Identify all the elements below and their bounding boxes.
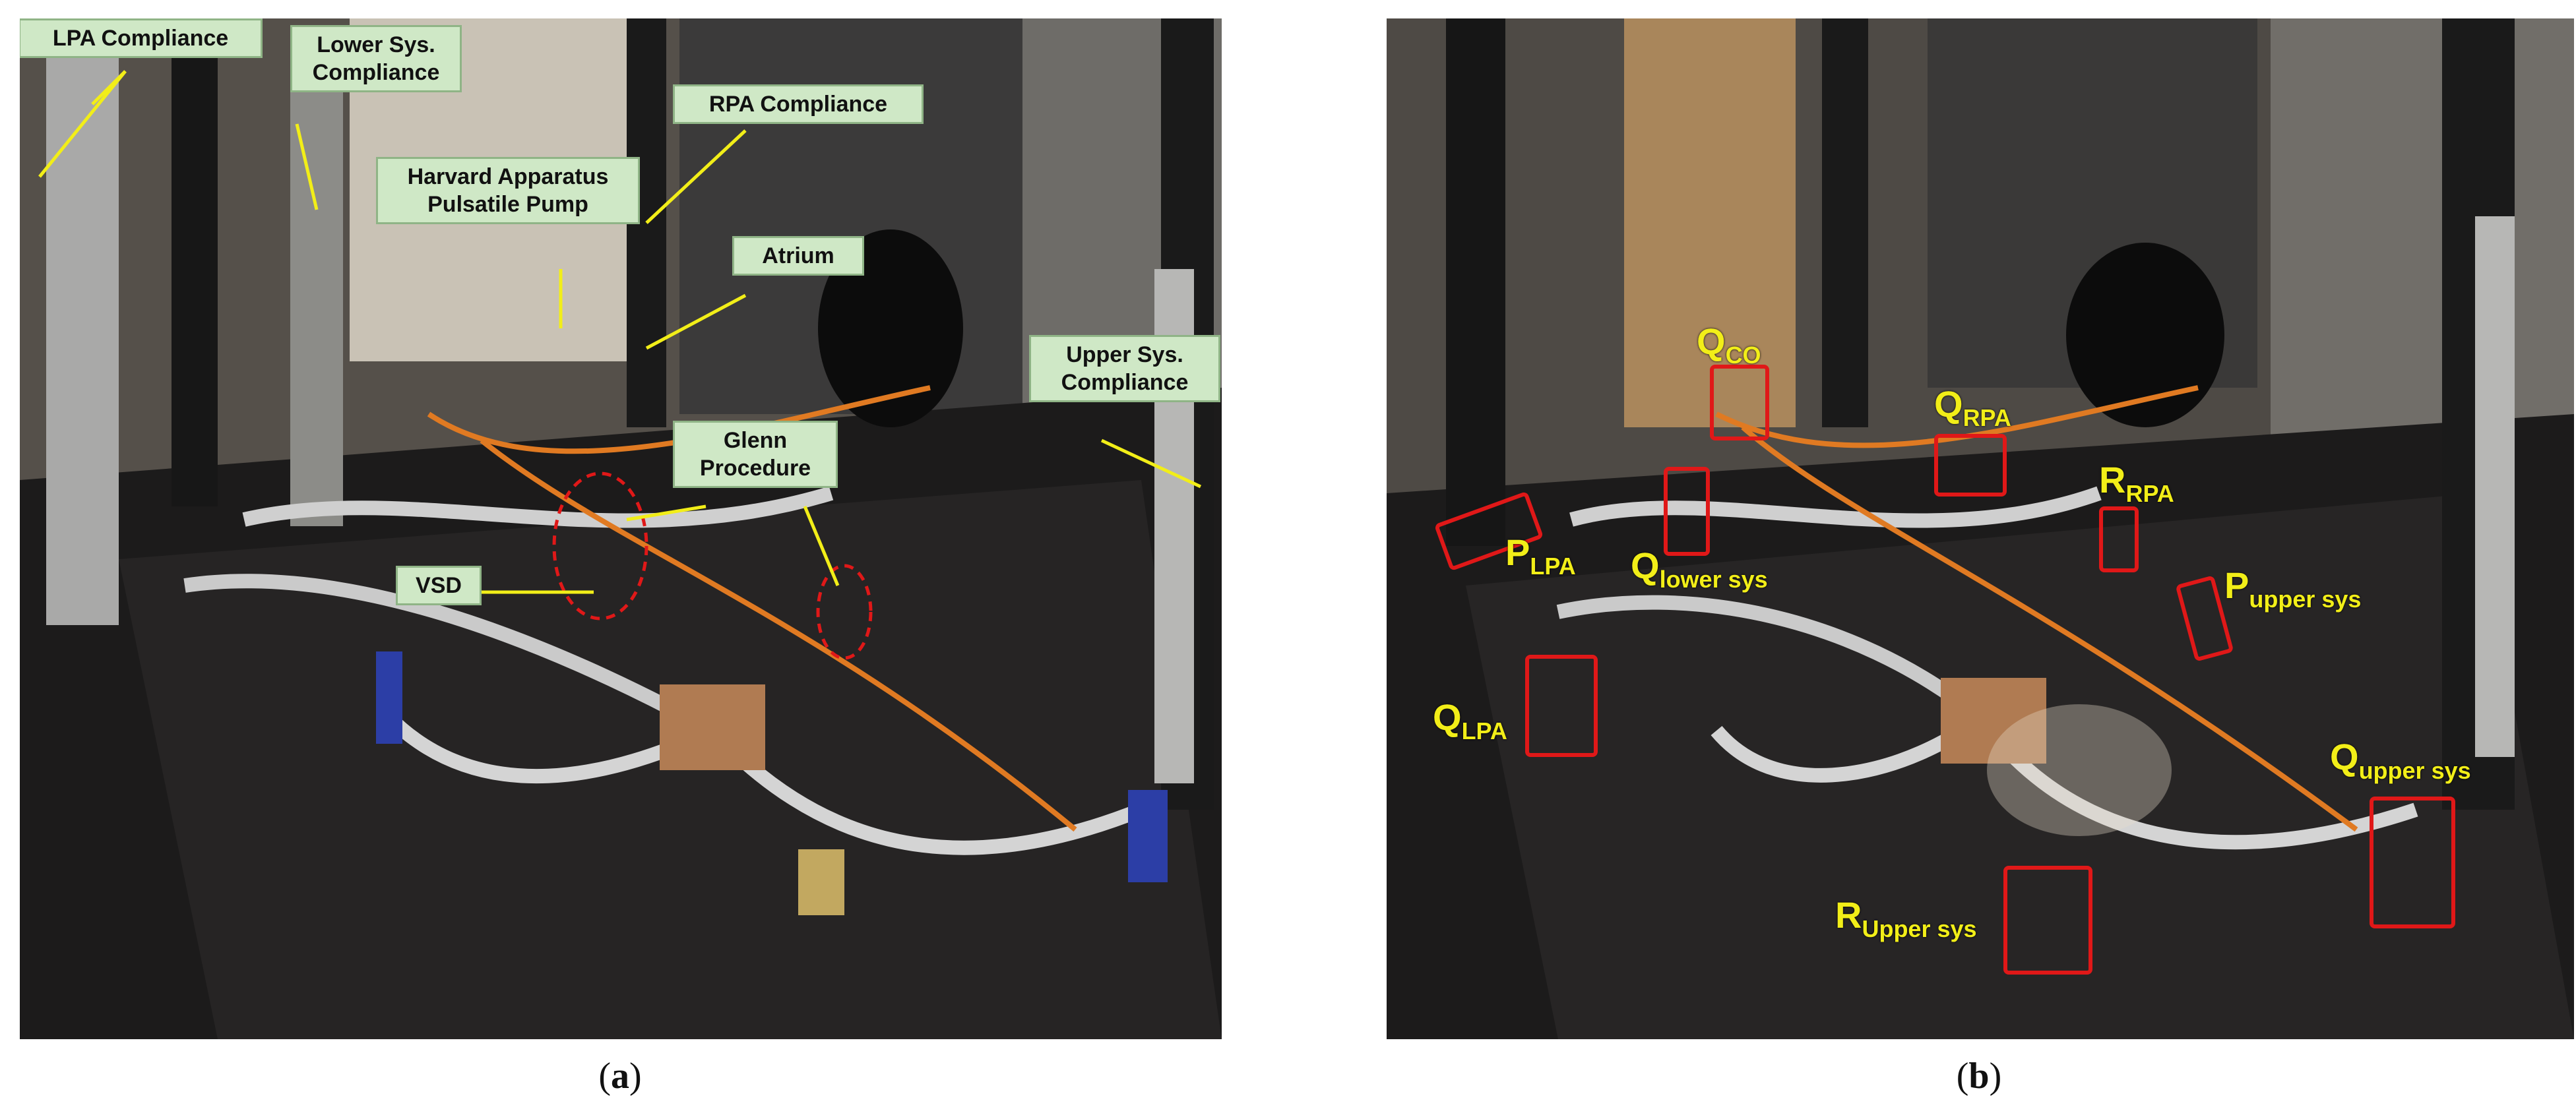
label-lower-sys-line1: Lower Sys. <box>317 32 435 57</box>
highlight-r-upper-sys <box>2003 866 2092 975</box>
label-glenn-line1: Glenn <box>723 428 788 453</box>
caption-a: (a) <box>598 1056 642 1097</box>
highlight-q-rpa <box>1934 434 2007 497</box>
photo-panel-a: LPA Compliance Lower Sys. Compliance Har… <box>20 18 1222 1039</box>
label-vsd-text: VSD <box>416 573 462 598</box>
callout-p-upper-sys: Pupper sys <box>2224 564 2362 613</box>
label-lpa-compliance-text: LPA Compliance <box>52 26 229 51</box>
label-harvard-line2: Pulsatile Pump <box>427 192 588 217</box>
label-lpa-compliance: LPA Compliance <box>20 18 263 58</box>
highlight-q-lower-sys <box>1664 467 1710 556</box>
callout-r-rpa: RRPA <box>2099 459 2174 508</box>
label-upper-sys-compliance: Upper Sys. Compliance <box>1029 335 1220 402</box>
caption-b: (b) <box>1956 1056 2002 1097</box>
label-glenn-procedure: Glenn Procedure <box>673 421 838 488</box>
label-atrium: Atrium <box>732 236 864 276</box>
highlight-q-upper-sys <box>2370 797 2455 928</box>
label-vsd: VSD <box>396 566 482 605</box>
callout-r-upper-sys: RUpper sys <box>1835 894 1977 943</box>
label-atrium-text: Atrium <box>762 243 834 268</box>
callout-q-lpa: QLPA <box>1433 696 1507 745</box>
label-lower-sys-compliance: Lower Sys. Compliance <box>290 25 462 92</box>
highlight-r-rpa <box>2099 506 2139 572</box>
label-upper-sys-line2: Compliance <box>1061 370 1189 395</box>
highlight-q-co <box>1710 365 1769 440</box>
label-upper-sys-line1: Upper Sys. <box>1066 342 1183 367</box>
label-harvard-pump: Harvard Apparatus Pulsatile Pump <box>376 157 640 224</box>
callout-q-upper-sys: Qupper sys <box>2330 736 2471 785</box>
callout-q-co: QCO <box>1697 320 1761 369</box>
label-rpa-compliance-text: RPA Compliance <box>708 92 888 117</box>
callout-q-lower-sys: Qlower sys <box>1631 545 1768 593</box>
label-rpa-compliance: RPA Compliance <box>673 84 924 124</box>
label-harvard-line1: Harvard Apparatus <box>407 164 609 189</box>
label-lower-sys-line2: Compliance <box>312 60 440 85</box>
label-glenn-line2: Procedure <box>699 456 811 481</box>
highlight-q-lpa <box>1525 655 1598 757</box>
callout-q-rpa: QRPA <box>1934 383 2011 432</box>
lab-scene-b <box>1387 18 2574 1039</box>
callout-p-lpa: PLPA <box>1505 531 1576 580</box>
photo-panel-b: QCO QRPA RRPA PLPA Qlower sys Pupper sys… <box>1387 18 2574 1039</box>
lab-scene-a <box>20 18 1222 1039</box>
